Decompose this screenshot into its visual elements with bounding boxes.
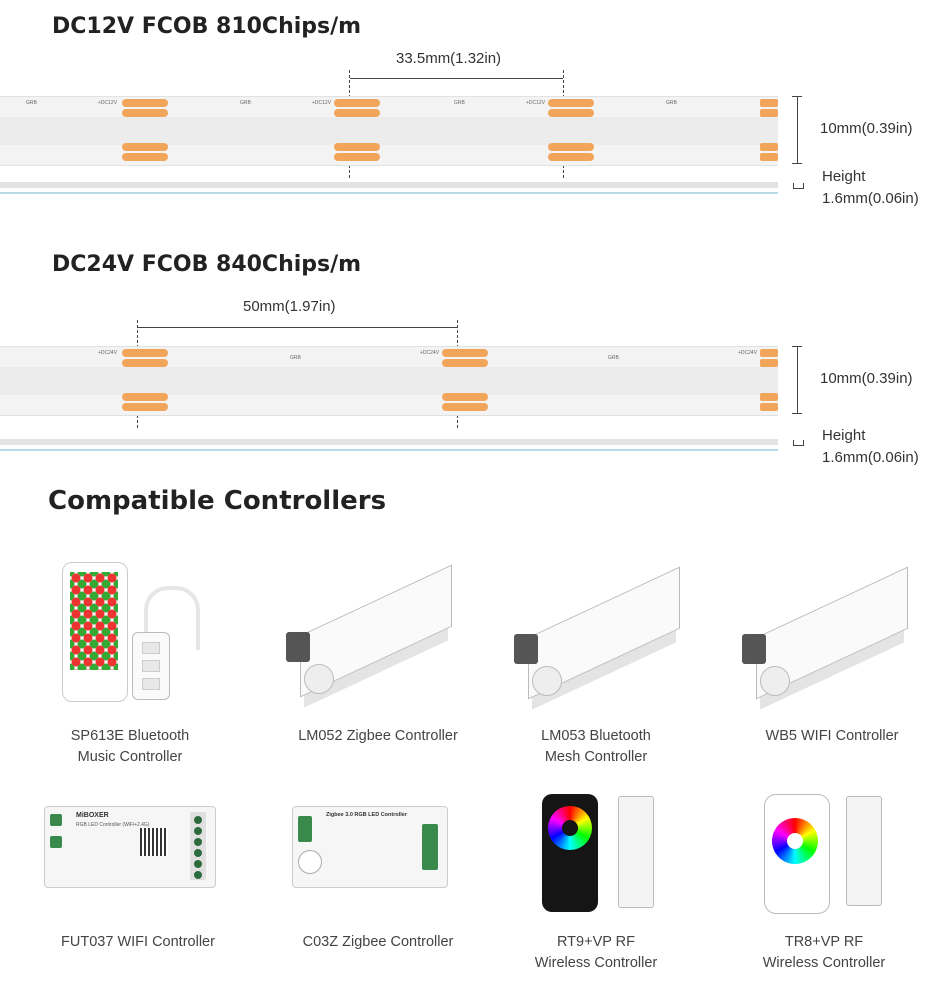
cut-spacing-label: 50mm(1.97in) — [243, 298, 336, 315]
pad-label-plus: +DC24V — [420, 350, 440, 356]
controller-name-line1: SP613E Bluetooth — [70, 728, 190, 744]
fut037-device-image: MiBOXER RGB LED Controller (WiFi+2.4G) — [44, 806, 216, 888]
pad-label-plus: +DC12V — [98, 100, 118, 106]
tr8-device-image — [758, 792, 888, 916]
controller-caption: RT9+VP RF Wireless Controller — [486, 932, 706, 974]
c03z-device-image: Zigbee 3.0 RGB LED Controller — [292, 806, 448, 888]
lm052-device-image — [280, 560, 460, 700]
grb-label: GRB — [290, 355, 301, 361]
strip-profile-line — [0, 182, 778, 188]
controller-name-line1: LM053 Bluetooth — [541, 728, 651, 744]
controller-caption: SP613E Bluetooth Music Controller — [20, 726, 240, 768]
fut037-name: RGB LED Controller (WiFi+2.4G) — [76, 822, 150, 828]
height-label: Height — [822, 427, 866, 444]
led-strip-12v: +DC12V +DC12V +DC12V GRB GRB GRB GRB — [0, 96, 778, 166]
fut037-brand: MiBOXER — [76, 812, 109, 819]
controller-name-line1: WB5 WIFI Controller — [765, 728, 899, 744]
pad-label-plus: +DC12V — [526, 100, 546, 106]
controller-name-line2: Wireless Controller — [762, 955, 886, 971]
sp613e-device-image — [62, 562, 202, 702]
c03z-name: Zigbee 3.0 RGB LED Controller — [326, 812, 407, 818]
pad-label-plus: +DC24V — [738, 350, 758, 356]
led-strip-24v: +DC24V +DC24V +DC24V GRB GRB — [0, 346, 778, 416]
strip2-title: DC24V FCOB 840Chips/m — [52, 252, 362, 277]
pad-label-plus: +DC24V — [98, 350, 118, 356]
controller-caption: LM052 Zigbee Controller — [268, 726, 488, 747]
spacing-measure-line — [138, 327, 457, 328]
width-label: 10mm(0.39in) — [820, 370, 913, 387]
height-value: 1.6mm(0.06in) — [822, 449, 919, 466]
controllers-title: Compatible Controllers — [48, 486, 387, 516]
height-label: Height — [822, 168, 866, 185]
height-icon — [793, 440, 804, 446]
grb-label: GRB — [454, 100, 465, 106]
spacing-measure-line — [350, 78, 563, 79]
strip1-title: DC12V FCOB 810Chips/m — [52, 14, 362, 39]
lm053-device-image — [508, 562, 688, 702]
controller-name-line2: Music Controller — [77, 749, 183, 765]
grb-label: GRB — [608, 355, 619, 361]
controller-caption: TR8+VP RF Wireless Controller — [714, 932, 934, 974]
rt9-device-image — [540, 792, 660, 916]
controller-caption: LM053 Bluetooth Mesh Controller — [486, 726, 706, 768]
pad-label-plus: +DC12V — [312, 100, 332, 106]
width-label: 10mm(0.39in) — [820, 120, 913, 137]
height-icon — [793, 183, 804, 189]
grb-label: GRB — [240, 100, 251, 106]
grb-label: GRB — [666, 100, 677, 106]
wb5-device-image — [736, 562, 916, 702]
controller-caption: WB5 WIFI Controller — [722, 726, 942, 747]
height-value: 1.6mm(0.06in) — [822, 190, 919, 207]
grb-label: GRB — [26, 100, 37, 106]
controller-caption: C03Z Zigbee Controller — [268, 932, 488, 953]
controller-name-line1: LM052 Zigbee Controller — [298, 728, 458, 744]
width-dim-bar — [797, 96, 798, 164]
controller-caption: FUT037 WIFI Controller — [28, 932, 248, 953]
strip-profile-line — [0, 439, 778, 445]
controller-name-line2: Mesh Controller — [544, 749, 648, 765]
controller-name-line1: RT9+VP RF — [556, 934, 636, 950]
width-dim-bar — [797, 346, 798, 414]
controller-name-line1: C03Z Zigbee Controller — [302, 934, 454, 950]
controller-name-line1: FUT037 WIFI Controller — [61, 934, 215, 950]
cut-spacing-label: 33.5mm(1.32in) — [396, 50, 502, 67]
controller-name-line2: Wireless Controller — [534, 955, 658, 971]
controller-name-line1: TR8+VP RF — [784, 934, 864, 950]
